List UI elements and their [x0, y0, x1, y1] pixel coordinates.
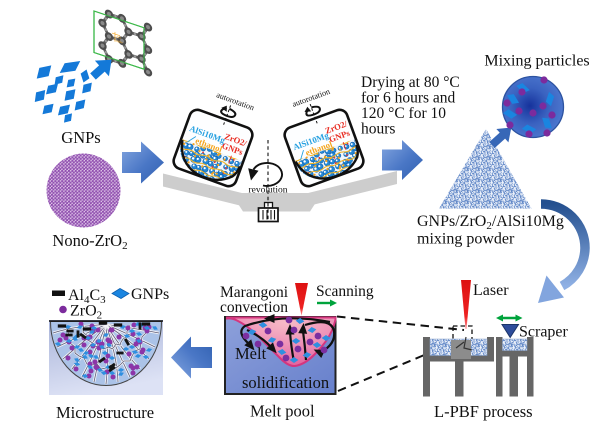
svg-text:Scanning: Scanning [316, 283, 374, 300]
svg-text:1.421: 1.421 [114, 34, 122, 40]
svg-text:ZrO2: ZrO2 [70, 303, 102, 322]
svg-text:revolution: revolution [248, 186, 287, 196]
svg-text:solidification: solidification [242, 373, 329, 392]
svg-text:L-PBF process: L-PBF process [434, 402, 533, 421]
svg-text:for 6 hours and: for 6 hours and [361, 90, 456, 107]
svg-text:120 °C for 10: 120 °C for 10 [361, 105, 446, 122]
svg-text:Melt: Melt [235, 344, 267, 363]
svg-text:Mixing particles: Mixing particles [484, 53, 589, 70]
svg-text:GNPs/ZrO2/AlSi10Mg: GNPs/ZrO2/AlSi10Mg [417, 213, 564, 232]
svg-text:GNPs: GNPs [131, 286, 169, 303]
svg-text:Laser: Laser [473, 282, 509, 299]
svg-text:mixing powder: mixing powder [417, 231, 515, 248]
svg-text:Marangoni: Marangoni [220, 284, 289, 301]
svg-text:graphe: graphe [114, 38, 123, 45]
svg-text:Al4C3: Al4C3 [68, 287, 106, 306]
svg-text:convection: convection [220, 299, 288, 316]
svg-text:Scraper: Scraper [519, 324, 569, 341]
svg-text:GNPs: GNPs [61, 128, 100, 147]
svg-text:hours: hours [361, 121, 395, 138]
svg-text:Microstructure: Microstructure [56, 403, 154, 422]
svg-text:Nono-ZrO2: Nono-ZrO2 [52, 231, 127, 252]
svg-text:Melt pool: Melt pool [250, 402, 315, 421]
svg-text:Drying at 80 °C: Drying at 80 °C [361, 74, 460, 91]
